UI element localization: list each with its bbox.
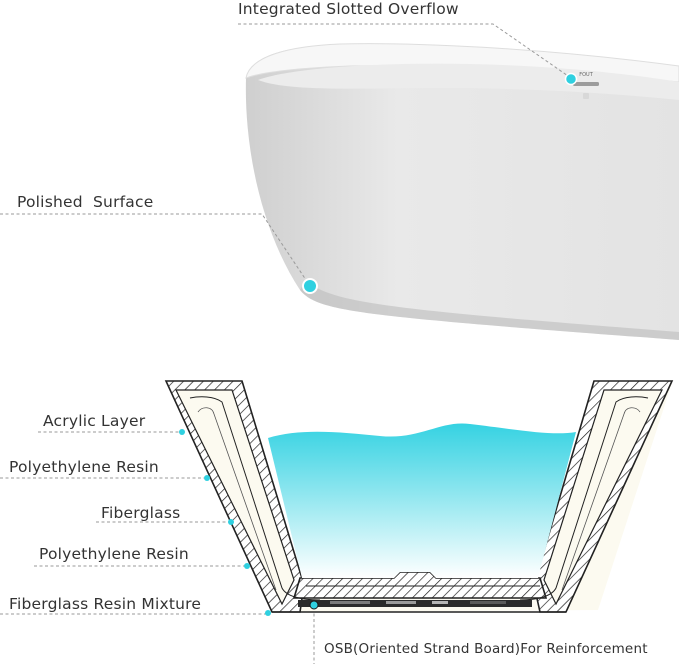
label-fiberglass: Fiberglass: [101, 504, 181, 522]
label-osb-reinforcement: OSB(Oriented Strand Board)For Reinforcem…: [324, 641, 648, 657]
label-polished-surface: Polished Surface: [17, 193, 154, 211]
brand-mark: FOUT: [579, 72, 593, 78]
mixture-marker: [265, 610, 271, 616]
osb-board: [298, 600, 532, 607]
label-polyethylene-resin-2: Polyethylene Resin: [39, 545, 189, 563]
surface-marker: [302, 278, 318, 294]
label-fiberglass-resin-mixture: Fiberglass Resin Mixture: [9, 595, 202, 613]
water: [268, 423, 576, 578]
surface-leader: [0, 213, 311, 287]
resin2-marker: [244, 563, 250, 569]
cross-section: [164, 380, 674, 613]
osb-marker: [309, 600, 319, 610]
bathtub-image: FOUT: [245, 43, 679, 340]
label-integrated-slotted-overflow: Integrated Slotted Overflow: [238, 0, 459, 18]
callout-leaders: [0, 23, 572, 664]
fiberglass-marker: [228, 519, 234, 525]
acrylic-marker: [179, 429, 185, 435]
overflow-leader: [238, 23, 572, 79]
overflow-marker: [564, 72, 578, 86]
resin1-marker: [204, 475, 210, 481]
label-acrylic-layer: Acrylic Layer: [43, 412, 146, 430]
label-polyethylene-resin-1: Polyethylene Resin: [9, 458, 159, 476]
callout-markers: [179, 72, 578, 616]
